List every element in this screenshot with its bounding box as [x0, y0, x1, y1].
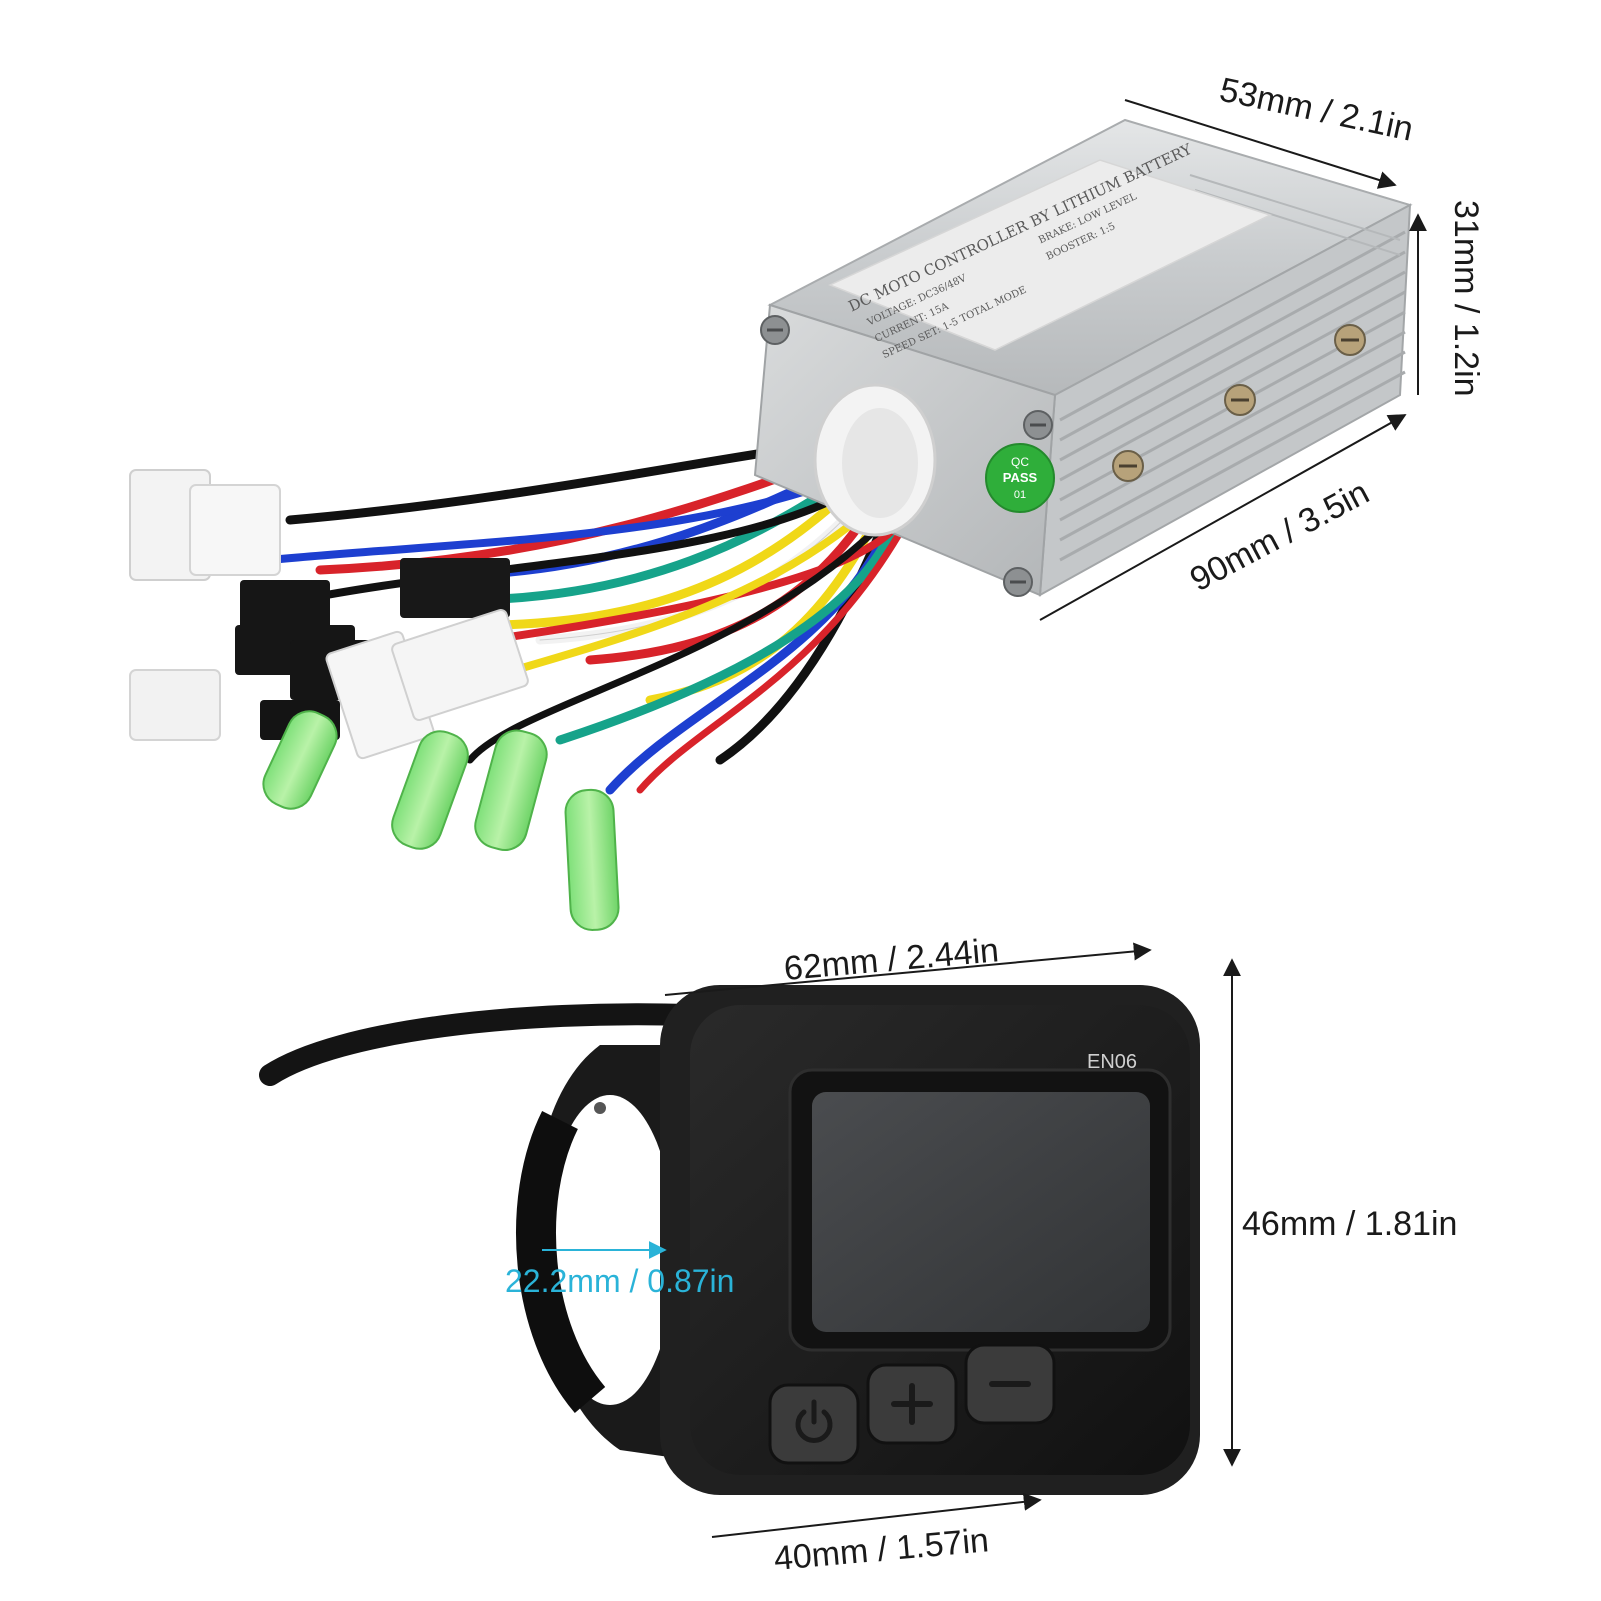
dim-display-height: 46mm / 1.81in	[1242, 1205, 1457, 1243]
dim-controller-height: 31mm / 1.2in	[1447, 200, 1485, 397]
dim-controller-width: 53mm / 2.1in	[1216, 71, 1416, 149]
power-icon	[795, 1399, 833, 1443]
plus-icon	[891, 1383, 933, 1425]
power-button[interactable]	[768, 1383, 860, 1465]
qc-pass-sticker: QC PASS 01	[985, 443, 1055, 513]
dim-display-width: 62mm / 2.44in	[782, 931, 1000, 988]
qc-text-1: QC	[1011, 455, 1029, 469]
display-buttons	[768, 1343, 1056, 1465]
dim-display-depth: 40mm / 1.57in	[772, 1521, 990, 1578]
minus-button[interactable]	[964, 1343, 1056, 1425]
display-body: EN06	[660, 985, 1200, 1495]
qc-text-2: PASS	[1003, 470, 1038, 485]
controller-screws	[760, 315, 1366, 597]
controller-dimension-lines	[1039, 99, 1427, 621]
display-cable	[259, 1003, 701, 1086]
handlebar-clamp	[516, 1045, 690, 1460]
wire-connectors	[129, 469, 529, 760]
plus-button[interactable]	[866, 1363, 958, 1445]
display-dimension-lines	[664, 942, 1241, 1538]
dim-clamp-diameter: 22.2mm / 0.87in	[505, 1263, 734, 1299]
qc-text-3: 01	[1014, 489, 1026, 501]
bullet-connector-caps	[262, 710, 620, 931]
grommet-inner	[842, 408, 918, 518]
display-model-label: EN06	[1087, 1051, 1137, 1073]
lcd-screen	[812, 1092, 1150, 1332]
